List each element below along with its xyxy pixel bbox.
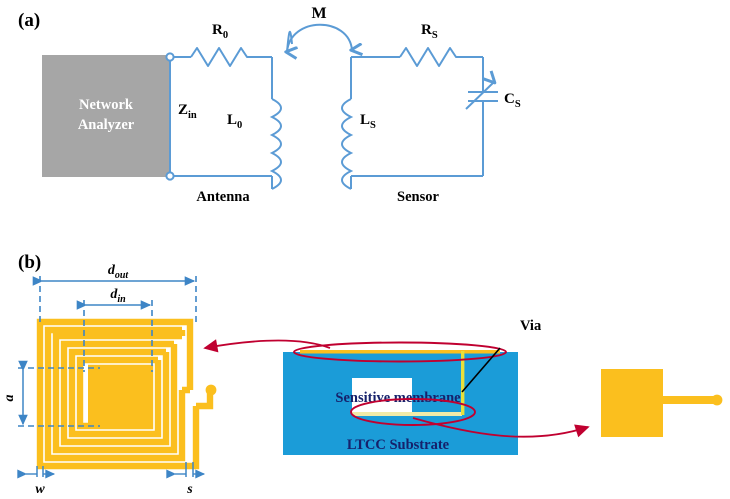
callout-arrow-to-pad	[412, 417, 590, 438]
inductor-l0-symbol	[269, 98, 282, 190]
via-label: Via	[520, 318, 542, 334]
port-terminal-bottom	[165, 171, 175, 181]
spiral-terminal-pad	[205, 384, 217, 396]
membrane-label: Sensitive membrane	[335, 390, 461, 406]
cross-section: Sensitive membrane LTCC Substrate Via	[283, 318, 542, 455]
capacitor-cs-label: CS	[504, 91, 521, 110]
network-analyzer-label-line1: Network	[79, 97, 134, 113]
panel-b-tag: (b)	[18, 252, 41, 273]
port-terminal-top	[165, 52, 175, 62]
spiral-track	[36, 318, 200, 470]
bottom-electrode-callout	[601, 369, 723, 437]
mutual-coupling-arc	[286, 23, 352, 52]
via-column	[461, 351, 465, 415]
membrane-top-metal	[300, 350, 500, 354]
mutual-coupling-arrowhead-left	[287, 30, 292, 52]
sensor-caption: Sensor	[397, 189, 439, 205]
buried-electrode-highlight-ellipse	[350, 398, 476, 426]
membrane-highlight-ellipse	[293, 341, 507, 363]
bottom-electrode-lead	[663, 396, 715, 404]
cavity-floor-electrode	[352, 412, 462, 416]
capacitor-variable-arrow	[465, 82, 494, 110]
bottom-electrode-terminal	[711, 394, 723, 406]
substrate-lower-body	[283, 415, 518, 455]
spiral-center-pad	[88, 368, 150, 426]
inductor-ls-symbol	[341, 98, 354, 190]
dout-label: dout	[108, 263, 130, 281]
panel-a: (a) Network Analyzer Zin R0	[18, 5, 521, 205]
spiral-lead-out	[196, 392, 214, 410]
mutual-inductance-label: M	[311, 5, 326, 22]
resistor-rs-symbol	[399, 47, 483, 67]
resistor-rs-label: RS	[421, 22, 438, 41]
impedance-label: Zin	[178, 102, 197, 121]
cavity-void	[352, 378, 412, 414]
resistor-r0-label: R0	[212, 22, 228, 41]
inductor-l0-label: L0	[227, 112, 242, 131]
network-analyzer-block	[42, 55, 170, 177]
panel-b: (b) dout	[2, 252, 723, 497]
antenna-caption: Antenna	[196, 189, 250, 205]
din-label: din	[110, 287, 126, 305]
inductor-ls-label: LS	[360, 112, 376, 131]
callout-arrow-to-spiral	[203, 339, 331, 353]
bottom-electrode-pad	[601, 369, 663, 437]
s-label: s	[186, 482, 193, 497]
panel-a-tag: (a)	[18, 10, 40, 31]
resistor-r0-symbol	[190, 47, 272, 67]
spiral-inductor: dout din a w	[2, 263, 217, 497]
via-leader-line	[461, 347, 501, 393]
a-label: a	[2, 395, 17, 402]
network-analyzer-label-line2: Analyzer	[78, 117, 135, 133]
w-label: w	[35, 482, 45, 497]
substrate-label: LTCC Substrate	[347, 437, 450, 453]
